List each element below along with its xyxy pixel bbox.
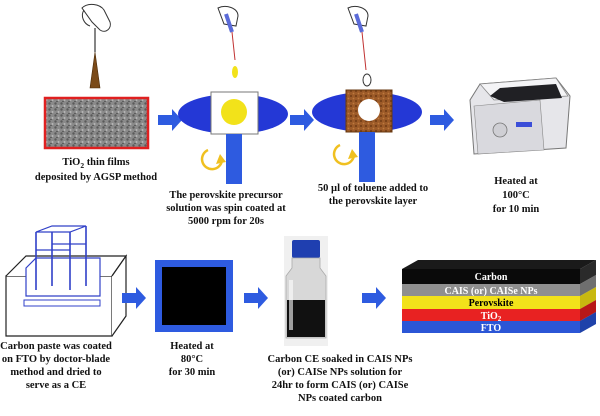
step-7-caption-line-1: Carbon CE soaked in CAIS NPs (268, 354, 413, 365)
arrow-right-icon (290, 109, 314, 131)
step-1-caption-line-2: deposited by AGSP method (35, 172, 157, 183)
step-2-caption-line-3: 5000 rpm for 20s (188, 216, 264, 227)
arrow-right-icon (122, 287, 146, 309)
svg-text:Carbon: Carbon (475, 272, 508, 283)
arrow-right-icon (362, 287, 386, 309)
stack-layer-perovskite: Perovskite (402, 287, 596, 309)
hand-with-pipette-icon (347, 5, 372, 87)
arrow-right-icon (158, 109, 182, 131)
step-7-caption-line-3: 24hr to form CAIS (or) CAISe (272, 380, 409, 391)
rotation-arrow-icon (200, 148, 226, 171)
bottle-icon (284, 236, 328, 346)
stack-layer-tio2: TiO2 (402, 300, 596, 323)
stack-layer-fto: FTO (402, 312, 596, 334)
step-6-caption-line-1: Heated at (170, 341, 214, 352)
hand-with-spray-icon (81, 3, 111, 89)
step-5-caption-line-2: on FTO by doctor-blade (2, 354, 111, 365)
stack-layer-nps: CAIS (or) CAISe NPs (402, 275, 596, 297)
svg-text:FTO: FTO (481, 323, 502, 334)
step-4-caption-line-1: Heated at (494, 176, 538, 187)
svg-text:Perovskite: Perovskite (469, 298, 514, 309)
step-7-soaking: Carbon CE soaked in CAIS NPs (or) CAISe … (268, 236, 413, 404)
step-5-caption-line-3: method and dried to (10, 367, 101, 378)
rotation-arrow-icon (332, 143, 358, 166)
hand-with-pipette-icon (217, 5, 239, 78)
step-1-caption-line-1: TiO2 thin films (62, 157, 129, 170)
hot-plate-icon (469, 77, 571, 155)
carbon-film (162, 267, 226, 325)
step-4-hot-plate: Heated at 100°C for 10 min (469, 77, 571, 215)
step-6-caption-line-3: for 30 min (169, 367, 216, 378)
step-6-anneal: Heated at 80°C for 30 min (155, 260, 233, 378)
step-2-spin-coating: The perovskite precursor solution was sp… (166, 5, 288, 227)
svg-text:TiO2: TiO2 (481, 311, 502, 323)
tio2-film-sample (43, 96, 150, 150)
step-6-caption-line-2: 80°C (181, 354, 203, 365)
spin-shaft (359, 132, 375, 182)
step-3-caption-line-1: 50 µl of toluene added to (318, 183, 428, 194)
step-7-caption-line-4: NPs coated carbon (298, 393, 382, 404)
doctor-blade-icon (5, 225, 128, 337)
step-1-tio2-deposition: TiO2 thin films deposited by AGSP method (35, 3, 157, 183)
perovskite-drop (221, 99, 247, 125)
toluene-spot (358, 99, 380, 121)
step-5-doctor-blade: Carbon paste was coated on FTO by doctor… (0, 225, 128, 391)
arrow-right-icon (244, 287, 268, 309)
step-4-caption-line-2: 100°C (502, 190, 530, 201)
device-stack: Carbon CAIS (or) CAISe NPs Perovskite Ti… (402, 260, 596, 334)
step-5-caption-line-1: Carbon paste was coated (0, 341, 112, 352)
stack-layer-carbon: Carbon (402, 260, 596, 284)
step-2-caption-line-1: The perovskite precursor (169, 190, 283, 201)
step-5-caption-line-4: serve as a CE (26, 380, 86, 391)
step-3-toluene-drip: 50 µl of toluene added to the perovskite… (312, 5, 428, 207)
arrow-right-icon (430, 109, 454, 131)
svg-text:CAIS (or) CAISe NPs: CAIS (or) CAISe NPs (444, 286, 537, 297)
step-7-caption-line-2: (or) CAISe NPs solution for (278, 367, 403, 378)
step-3-caption-line-2: the perovskite layer (329, 196, 418, 207)
step-4-caption-line-3: for 10 min (493, 204, 540, 215)
spin-shaft (226, 134, 242, 184)
step-2-caption-line-2: solution was spin coated at (166, 203, 286, 214)
